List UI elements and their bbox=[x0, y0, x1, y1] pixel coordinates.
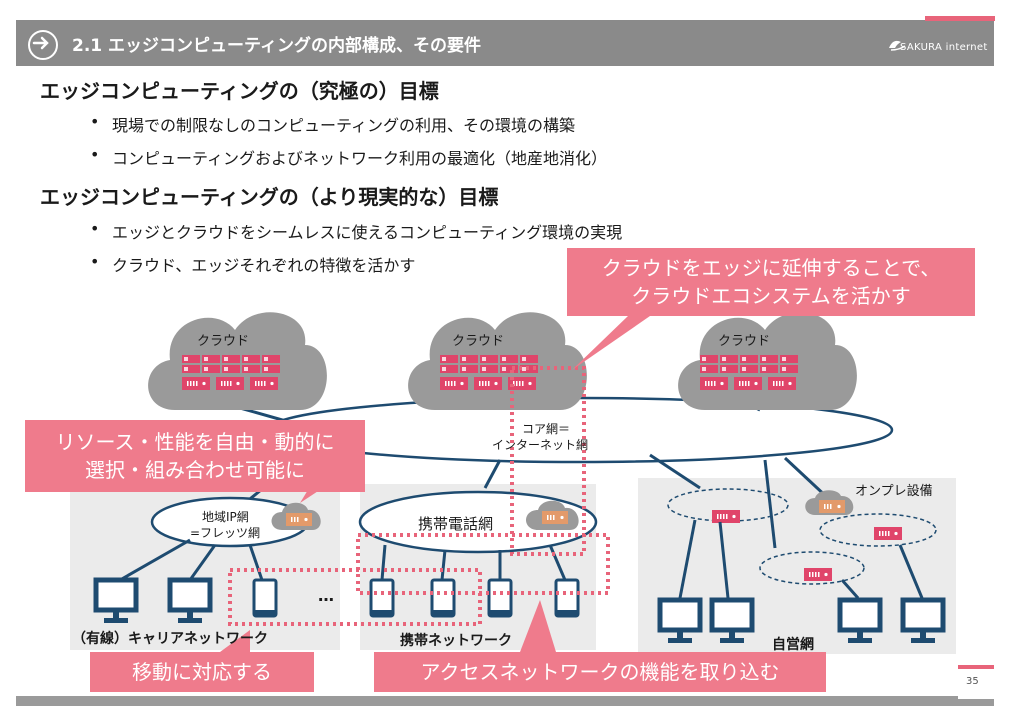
mobile-net-label: 携帯電話網 bbox=[418, 515, 494, 533]
callout-cloud-extend-line2: クラウドエコシステムを活かす bbox=[631, 284, 911, 308]
header-bar bbox=[16, 20, 994, 66]
logo-text: SAKURA internet bbox=[900, 42, 988, 53]
section2-bullet-2: クラウド、エッジそれぞれの特徴を活かす bbox=[90, 252, 415, 276]
cloud-label-center: クラウド bbox=[452, 334, 505, 349]
core-net-label-1: コア網＝ bbox=[522, 422, 571, 436]
section1-heading: エッジコンピューティングの（究極の）目標 bbox=[40, 79, 439, 103]
callout-resources-line1: リソース・性能を自由・動的に bbox=[55, 430, 335, 454]
callout-mobility: 移動に対応する bbox=[90, 652, 314, 692]
section2-heading: エッジコンピューティングの（より現実的な）目標 bbox=[40, 185, 499, 209]
regional-ip-label-1: 地域IP網 bbox=[202, 510, 249, 524]
regional-ip-label-2: =フレッツ網 bbox=[190, 526, 261, 540]
section1-bullet-1: 現場での制限なしのコンピューティングの利用、その環境の構築 bbox=[90, 112, 575, 136]
page-number: 35 bbox=[966, 676, 979, 687]
header-accent bbox=[925, 16, 995, 21]
cloud-label-left: クラウド bbox=[197, 334, 250, 349]
mobile-net-ring bbox=[358, 490, 598, 554]
private-network-label: 自営網 bbox=[772, 637, 814, 653]
onprem-label: オンプレ設備 bbox=[855, 484, 933, 499]
slide-title: 2.1 エッジコンピューティングの内部構成、その要件 bbox=[72, 36, 482, 56]
mobile-network-label: 携帯ネットワーク bbox=[400, 633, 512, 649]
sakura-logo bbox=[885, 36, 995, 58]
footer-bar bbox=[16, 696, 994, 706]
callout-resources-line2: 選択・組み合わせ可能に bbox=[85, 458, 305, 482]
callout-cloud-extend: クラウドをエッジに延伸することで、 クラウドエコシステムを活かす bbox=[567, 248, 975, 316]
core-net-label-2: インターネット網 bbox=[492, 438, 589, 452]
ellipsis-label: … bbox=[318, 586, 334, 605]
section1-bullet-2: コンピューティングおよびネットワーク利用の最適化（地産地消化） bbox=[90, 145, 607, 169]
callout-resources: リソース・性能を自由・動的に 選択・組み合わせ可能に bbox=[25, 420, 365, 492]
carrier-network-label: （有線）キャリアネットワーク bbox=[72, 631, 268, 647]
arrow-right-icon bbox=[28, 30, 58, 60]
callout-cloud-extend-line1: クラウドをエッジに延伸することで、 bbox=[601, 256, 941, 280]
page-number-box bbox=[958, 665, 994, 699]
cloud-label-right: クラウド bbox=[718, 334, 771, 349]
section2-bullet-1: エッジとクラウドをシームレスに使えるコンピューティング環境の実現 bbox=[90, 219, 622, 243]
callout-access: アクセスネットワークの機能を取り込む bbox=[374, 652, 826, 692]
